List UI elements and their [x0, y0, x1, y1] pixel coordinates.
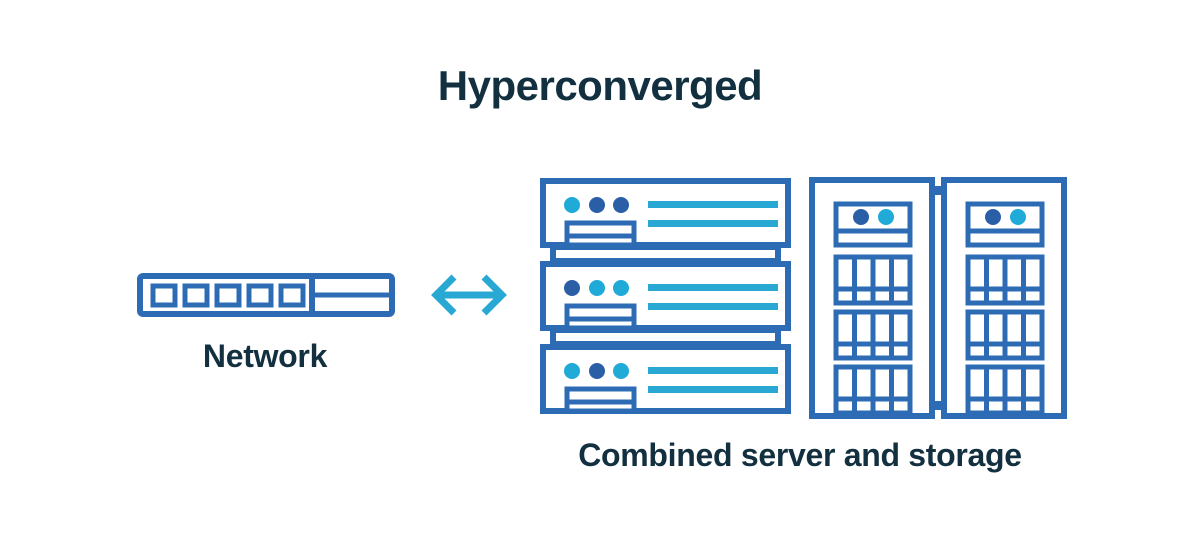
storage-array: [809, 177, 1067, 419]
cabinet-led-cyan: [878, 209, 894, 225]
storage-cabinet-1: [809, 177, 935, 419]
network-label: Network: [202, 338, 328, 374]
server-led-cyan: [589, 280, 605, 296]
drive-block: [965, 254, 1045, 306]
cabinet-led-cyan: [1010, 209, 1026, 225]
server-unit-foot: [550, 244, 781, 264]
storage-cabinet-2: [941, 177, 1067, 419]
arrow-head-right: [481, 274, 507, 316]
cabinet-led-dark: [853, 209, 869, 225]
drive-block: [965, 364, 1045, 416]
server-status-bar: [648, 303, 778, 310]
switch-ports: [150, 283, 306, 308]
cabinet-top-panel: [965, 201, 1045, 248]
server-led-cyan: [613, 363, 629, 379]
drive-block: [965, 309, 1045, 361]
server-status-bar: [648, 220, 778, 227]
bidirectional-arrow: [431, 274, 507, 316]
arrow-head-left: [431, 274, 457, 316]
drive-block: [833, 254, 913, 306]
drive-block: [833, 309, 913, 361]
server-unit-foot: [550, 327, 781, 347]
cabinet-top-panel: [833, 201, 913, 248]
server-unit-1: [540, 178, 791, 264]
server-led-cyan: [564, 363, 580, 379]
server-led-cyan: [564, 197, 580, 213]
cabinet-connector-bottom: [929, 401, 947, 410]
switch-port: [150, 283, 178, 308]
cabinet-led-dark: [985, 209, 1001, 225]
network-switch: [137, 273, 395, 317]
server-unit-3: [540, 344, 791, 414]
cabinet-panel-frame: [965, 201, 1045, 248]
server-led-dark: [564, 280, 580, 296]
switch-port: [182, 283, 210, 308]
server-status-bar: [648, 386, 778, 393]
server-unit-2: [540, 261, 791, 347]
cabinet-connector-top: [929, 186, 947, 195]
page-title: Hyperconverged: [437, 62, 763, 109]
switch-port: [278, 283, 306, 308]
switch-port: [214, 283, 242, 308]
server-status-bar: [648, 201, 778, 208]
server-stack: [540, 178, 791, 414]
combined-label: Combined server and storage: [578, 437, 1022, 473]
server-led-dark: [613, 197, 629, 213]
server-led-cyan: [613, 280, 629, 296]
server-status-bar: [648, 367, 778, 374]
cabinet-panel-frame: [833, 201, 913, 248]
switch-port: [246, 283, 274, 308]
server-status-bar: [648, 284, 778, 291]
drive-block: [833, 364, 913, 416]
server-led-dark: [589, 197, 605, 213]
server-led-dark: [589, 363, 605, 379]
